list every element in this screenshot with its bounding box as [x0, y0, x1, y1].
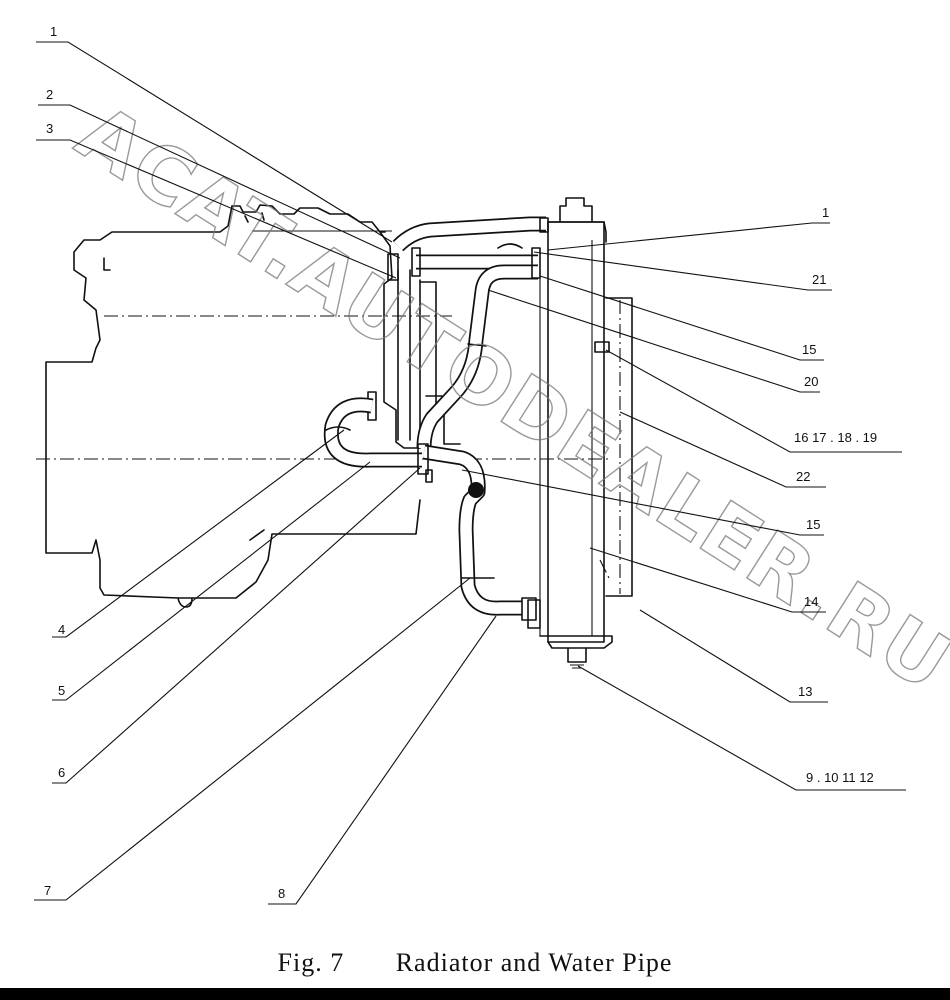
callout-labels: 1 2 3 1 21 15 20 16 17 . 18 . 19 22 15 1… [44, 24, 877, 901]
callout-7: 7 [44, 883, 51, 898]
callout-15-lower: 15 [806, 517, 820, 532]
water-pipes [323, 216, 549, 621]
callout-16-19: 16 17 . 18 . 19 [794, 430, 877, 445]
callout-14: 14 [804, 594, 818, 609]
bottom-border [0, 988, 950, 1000]
callout-6: 6 [58, 765, 65, 780]
callout-8: 8 [278, 886, 285, 901]
radiator [527, 197, 633, 669]
callout-21: 21 [812, 272, 826, 287]
callout-5: 5 [58, 683, 65, 698]
callout-3: 3 [46, 121, 53, 136]
callout-15-upper: 15 [802, 342, 816, 357]
watermark: ACAT.AUTODEALER.RU [62, 88, 950, 710]
callout-1-top-left: 1 [50, 24, 57, 39]
callout-13: 13 [798, 684, 812, 699]
callout-20: 20 [804, 374, 818, 389]
callout-22: 22 [796, 469, 810, 484]
callout-1-right: 1 [822, 205, 829, 220]
callout-9-12: 9 . 10 11 12 [806, 770, 874, 785]
callout-2: 2 [46, 87, 53, 102]
figure-title: Radiator and Water Pipe [395, 948, 673, 977]
center-lines [36, 230, 612, 581]
figure-number: Fig. 7 [277, 948, 345, 977]
callout-leaders [34, 41, 906, 905]
figure-caption: Fig. 7 Radiator and Water Pipe [0, 948, 950, 978]
callout-4: 4 [58, 622, 65, 637]
